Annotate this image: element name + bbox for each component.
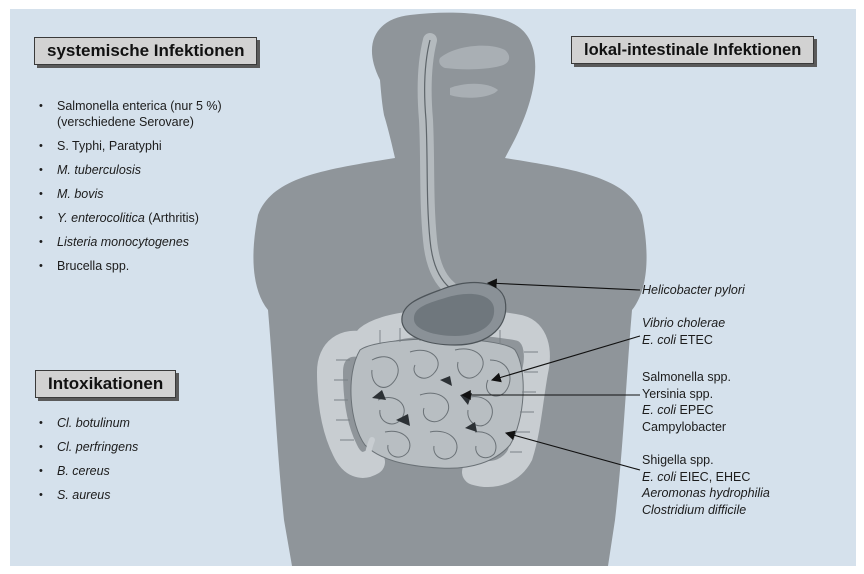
list-item: S. Typhi, Paratyphi	[35, 138, 222, 154]
list-item: B. cereus	[35, 463, 138, 479]
systemic-infections-list: Salmonella enterica (nur 5 %)(verschiede…	[35, 98, 222, 274]
list-item: Brucella spp.	[35, 258, 222, 274]
list-item: S. aureus	[35, 487, 138, 503]
label-small-intestine-pathogens: Vibrio cholerae E. coli ETEC	[642, 315, 725, 348]
list-item: Salmonella enterica (nur 5 %)(verschiede…	[35, 98, 222, 130]
local-intestinal-infections-box: lokal-intestinale Infektionen	[571, 36, 814, 64]
intoxications-list: Cl. botulinum Cl. perfringens B. cereus …	[35, 415, 138, 503]
list-item: Y. enterocolitica (Arthritis)	[35, 210, 222, 226]
list-item: Cl. perfringens	[35, 439, 138, 455]
list-item: M. bovis	[35, 186, 222, 202]
systemic-infections-box: systemische Infektionen	[34, 37, 257, 65]
label-ileum-pathogens: Salmonella spp. Yersinia spp. E. coli EP…	[642, 369, 731, 435]
list-item: Listeria monocytogenes	[35, 234, 222, 250]
list-item: M. tuberculosis	[35, 162, 222, 178]
label-stomach-pathogens: Helicobacter pylori	[642, 282, 745, 299]
label-colon-pathogens: Shigella spp. E. coli EIEC, EHEC Aeromon…	[642, 452, 770, 518]
list-item: Cl. botulinum	[35, 415, 138, 431]
intoxications-box: Intoxikationen	[35, 370, 176, 398]
